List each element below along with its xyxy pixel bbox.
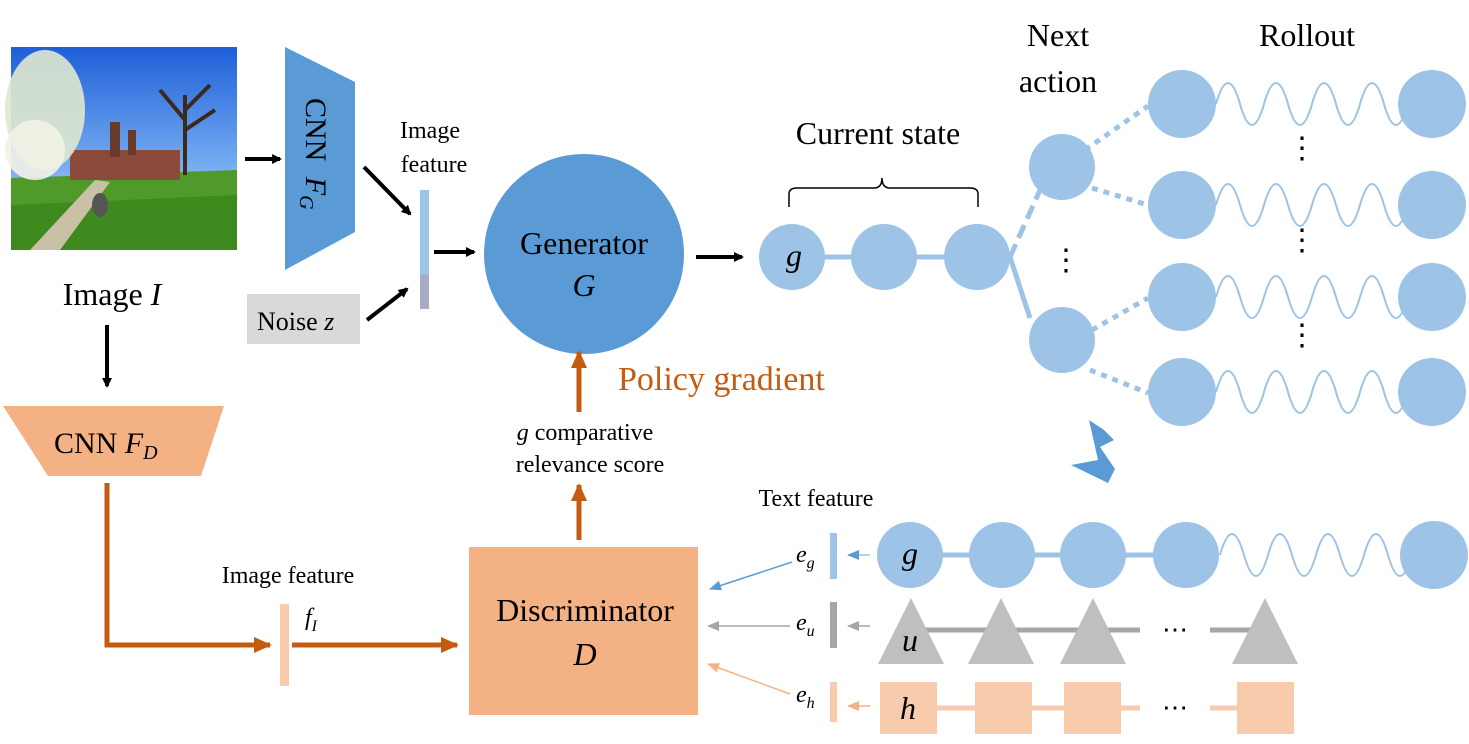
- text-feature-label: Text feature: [759, 486, 874, 512]
- image-label: Image I: [63, 276, 163, 312]
- current-state-brace: [788, 177, 979, 207]
- generator-label: Generator: [520, 225, 648, 261]
- seq-u-ellipsis: ⋯: [1162, 615, 1188, 644]
- seq-u-label: u: [902, 622, 918, 658]
- image-feature-bottom-vector: [280, 604, 289, 686]
- state-node-g-label: g: [786, 237, 802, 273]
- rollout-vdots-1: ⋮: [1287, 132, 1317, 165]
- generated-sequence: [877, 521, 1468, 589]
- unrelated-sequence: [878, 598, 1298, 664]
- noise-feature-vector: [420, 275, 429, 309]
- e-u-vector: [830, 602, 837, 648]
- next-action-label-2: action: [1019, 63, 1097, 99]
- score-label-1: g comparative: [517, 420, 654, 446]
- discriminator-label: Discriminator: [496, 592, 674, 628]
- generator-circle: [484, 154, 684, 354]
- arrow-e-g: [709, 561, 793, 591]
- rollout-start-2: [1148, 171, 1216, 239]
- seq-g-label: g: [902, 535, 918, 571]
- rollout-end-4: [1398, 358, 1466, 426]
- discriminator-symbol: D: [572, 636, 596, 672]
- cnn-g-label: CNN FG: [295, 98, 332, 210]
- next-action-label-1: Next: [1027, 17, 1089, 53]
- image-feature-top-label-1: Image: [400, 118, 460, 144]
- action-links: [1007, 103, 1150, 396]
- e-g-vector: [830, 533, 837, 579]
- discriminator-box: [469, 547, 698, 715]
- noise-box: [247, 294, 360, 344]
- rollout-start-4: [1148, 358, 1216, 426]
- generator-symbol: G: [572, 267, 595, 303]
- action-vdots: ⋮: [1051, 244, 1081, 277]
- policy-gradient-label: Policy gradient: [618, 361, 825, 398]
- noise-label: Noise z: [257, 307, 334, 336]
- rollout-label: Rollout: [1259, 17, 1355, 53]
- e-h-vector: [830, 682, 837, 722]
- selected-sequence-arrow: [1071, 420, 1115, 483]
- input-photo: [5, 47, 237, 250]
- rollout-end-1: [1398, 70, 1466, 138]
- cnn-discriminator-block: [3, 406, 224, 476]
- arrow-noise-to-feature: [365, 287, 409, 322]
- rollout-vdots-3: ⋮: [1287, 319, 1317, 352]
- arrow-e-h: [707, 663, 791, 695]
- image-feature-bottom-label: Image feature: [222, 563, 355, 589]
- rollout-start-3: [1148, 263, 1216, 331]
- f-i-label: fI: [305, 605, 318, 635]
- rollout-end-3: [1398, 263, 1466, 331]
- e-u-label: eu: [796, 610, 815, 640]
- human-sequence: [880, 682, 1294, 734]
- current-state-label: Current state: [796, 115, 960, 151]
- arrow-cnn-to-feature: [362, 165, 412, 216]
- rollout-waves: [1215, 82, 1409, 414]
- state-node-2: [851, 224, 917, 290]
- e-g-label: eg: [796, 542, 815, 572]
- rollout-start-1: [1148, 70, 1216, 138]
- action-node-bottom: [1029, 307, 1095, 373]
- image-feature-vector: [420, 190, 429, 275]
- rollout-end-2: [1398, 171, 1466, 239]
- cnn-d-label: CNN FD: [54, 427, 158, 464]
- seq-h-label: h: [900, 690, 916, 726]
- rollout-vdots-2: ⋮: [1287, 224, 1317, 257]
- arrow-cnn-d-to-feature: [104, 483, 272, 653]
- seq-h-ellipsis: ⋯: [1162, 693, 1188, 722]
- state-node-3: [944, 224, 1010, 290]
- e-h-label: eh: [796, 682, 815, 712]
- cnn-generator-block: CNN FG: [285, 47, 355, 270]
- score-label-2: relevance score: [516, 452, 665, 478]
- action-node-top: [1029, 134, 1095, 200]
- image-feature-top-label-2: feature: [401, 152, 468, 178]
- state-node-g: [759, 224, 825, 290]
